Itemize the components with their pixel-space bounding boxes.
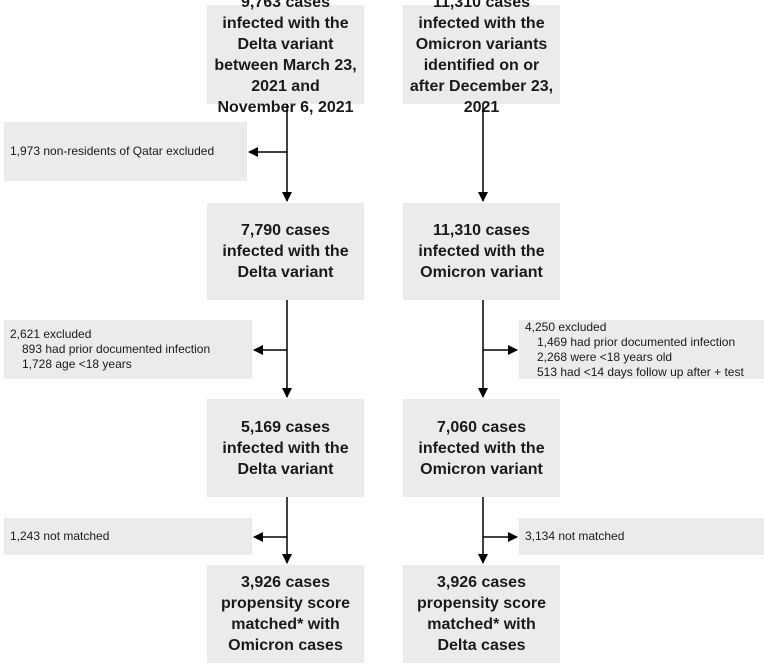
omicron-excluded-title: 4,250 excluded (525, 319, 607, 334)
delta-nonresidents-excluded-box: 1,973 non-residents of Qatar excluded (4, 122, 247, 181)
omicron-not-matched-box: 3,134 not matched (519, 518, 764, 555)
omicron-matched-cases-box: 3,926 cases propensity score matched* wi… (403, 565, 560, 663)
delta-matched-cases-box: 3,926 cases propensity score matched* wi… (207, 565, 364, 663)
delta-nonresidents-excluded-text: 1,973 non-residents of Qatar excluded (10, 144, 215, 158)
delta-excluded-title: 2,621 excluded (10, 327, 92, 341)
omicron-excluded-item: 1,469 had prior documented infection (537, 334, 736, 349)
omicron-excluded-item: 513 had <14 days follow up after + test (537, 364, 744, 379)
delta-not-matched-text: 1,243 not matched (10, 529, 110, 543)
omicron-eligible-cases-box: 7,060 cases infected with the Omicron va… (403, 399, 560, 497)
omicron-initial-cases-box: 11,310 cases infected with the Omicron v… (403, 0, 560, 116)
delta-excluded-box: 2,621 excluded 893 had prior documented … (4, 320, 252, 379)
delta-eligible-cases-box: 5,169 cases infected with the Delta vari… (207, 399, 364, 497)
omicron-not-matched-text: 3,134 not matched (525, 529, 625, 543)
omicron-excluded-item: 2,268 were <18 years old (537, 349, 673, 364)
omicron-excluded-box: 4,250 excluded 1,469 had prior documente… (519, 320, 764, 379)
delta-excluded-item: 893 had prior documented infection (22, 342, 211, 356)
delta-not-matched-box: 1,243 not matched (4, 518, 252, 555)
delta-residents-cases-box: 7,790 cases infected with the Delta vari… (207, 203, 364, 300)
omicron-cases-box: 11,310 cases infected with the Omicron v… (403, 203, 560, 300)
delta-excluded-item: 1,728 age <18 years (22, 357, 132, 371)
